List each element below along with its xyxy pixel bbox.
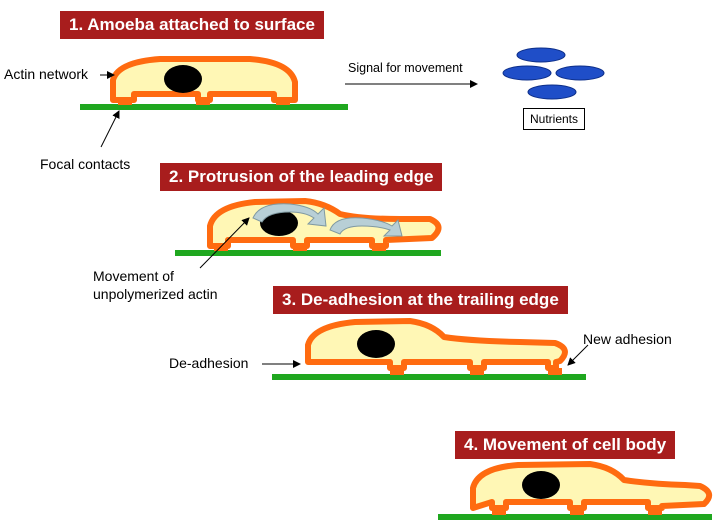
stage-2-amoeba <box>175 198 442 256</box>
focal-contact <box>548 368 562 375</box>
nucleus <box>357 330 395 358</box>
stage-1-amoeba <box>80 56 348 110</box>
signal-for-movement-label: Signal for movement <box>348 61 463 75</box>
actin-movement-label-line1: Movement of <box>93 268 174 284</box>
focal-contacts-arrow <box>100 110 120 148</box>
surface-1 <box>80 104 348 110</box>
focal-contact <box>570 508 584 515</box>
focal-contact <box>492 508 506 515</box>
surface-2 <box>175 250 441 256</box>
stage-4-amoeba <box>438 461 713 520</box>
surface-3 <box>272 374 586 380</box>
stage-3-amoeba <box>272 318 586 380</box>
actin-flow-arrow <box>329 217 403 237</box>
step-3-banner: 3. De-adhesion at the trailing edge <box>273 286 568 314</box>
nutrient-particle <box>516 47 566 63</box>
focal-contacts-label: Focal contacts <box>40 156 131 172</box>
actin-flow-arrow <box>252 203 327 227</box>
new-adhesion-arrow <box>567 344 589 366</box>
actin-network-label: Actin network <box>4 66 89 82</box>
focal-contact <box>648 508 662 515</box>
focal-contact <box>470 368 484 375</box>
actin-movement-label-line2: unpolymerized actin <box>93 286 218 302</box>
step-1-banner: 1. Amoeba attached to surface <box>60 11 324 39</box>
nutrient-particle <box>527 84 577 100</box>
nutrients-label: Nutrients <box>530 112 579 126</box>
actin-movement-arrow <box>199 217 250 269</box>
step-4-banner: 4. Movement of cell body <box>455 431 676 459</box>
nucleus <box>164 65 202 93</box>
focal-contact <box>390 368 404 375</box>
surface-4 <box>438 514 712 520</box>
step-2-banner: 2. Protrusion of the leading edge <box>160 163 443 191</box>
de-adhesion-label: De-adhesion <box>169 355 249 371</box>
nutrient-particle <box>502 65 552 81</box>
nutrients-label-box: Nutrients <box>523 108 586 130</box>
nutrient-particle <box>555 65 605 81</box>
nucleus <box>522 471 560 499</box>
nutrients-group <box>502 47 605 100</box>
nucleus <box>260 210 298 236</box>
amoeba-cell-body <box>110 56 298 103</box>
amoeba-cell-body-moved <box>470 461 713 511</box>
amoeba-cell-body-deadhesion <box>305 318 568 371</box>
new-adhesion-label: New adhesion <box>583 331 672 347</box>
